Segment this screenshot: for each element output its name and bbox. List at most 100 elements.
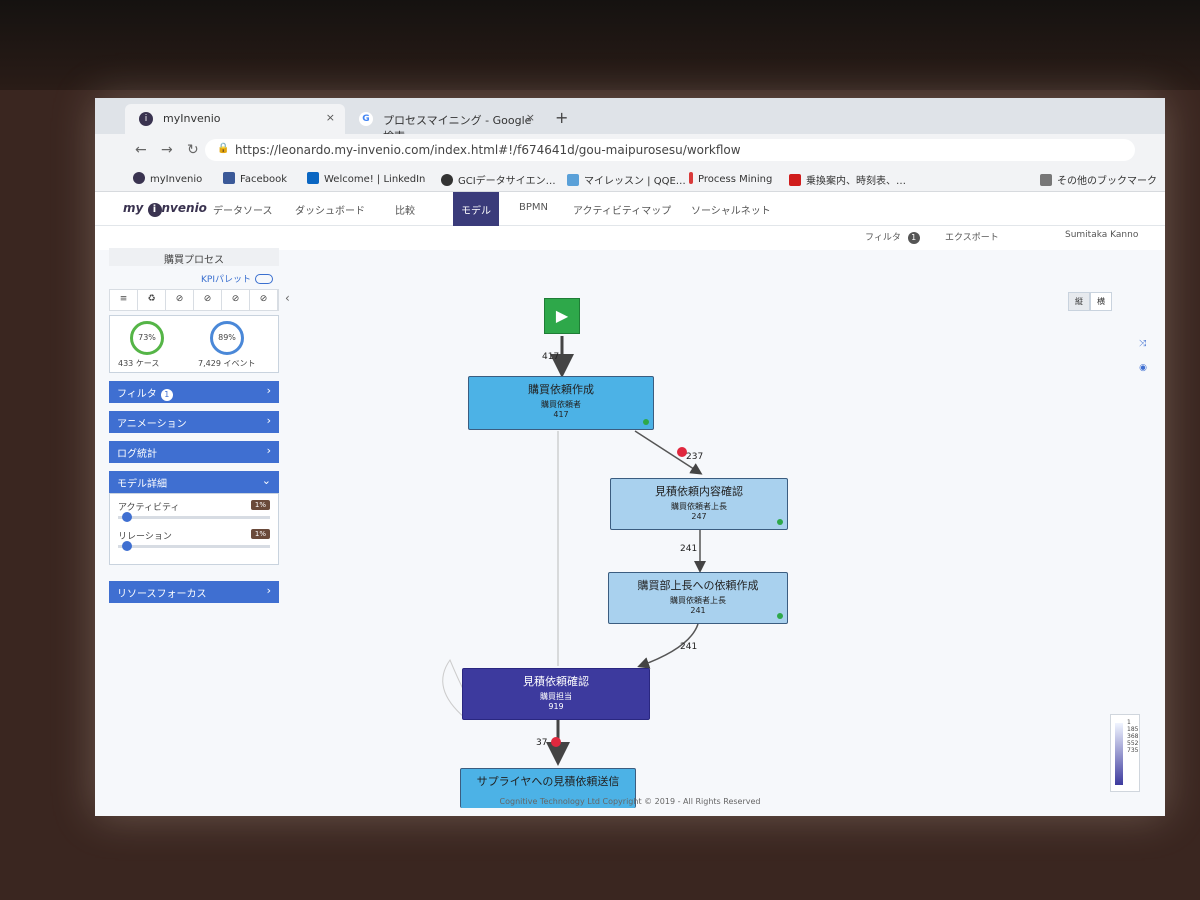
nav-activity-map[interactable]: アクティビティマップ xyxy=(573,206,672,217)
kpi-palette-toggle[interactable]: KPIパレット xyxy=(109,266,279,285)
panel-resource-focus[interactable]: リソースフォーカス› xyxy=(109,581,279,603)
activity-node[interactable]: 見積依頼確認 購買担当 919 xyxy=(462,668,650,720)
myinvenio-favicon-icon: i xyxy=(139,112,153,126)
bookmark-label: GCIデータサイエン… xyxy=(458,176,556,187)
node-role: 購買依頼者上長 xyxy=(671,502,727,511)
new-tab-button[interactable]: + xyxy=(555,108,569,127)
bookmark-qqe[interactable]: マイレッスン | QQE… xyxy=(567,172,686,187)
slider-knob[interactable] xyxy=(122,541,132,551)
facebook-icon xyxy=(223,172,235,184)
bookmark-label: Welcome! | LinkedIn xyxy=(324,174,426,185)
legend-gradient xyxy=(1115,723,1123,785)
bookmark-other[interactable]: その他のブックマーク xyxy=(1040,172,1157,187)
horizontal-view-button[interactable]: 横 xyxy=(1090,292,1112,311)
recycle-icon[interactable]: ♻ xyxy=(138,290,166,310)
room-ceiling xyxy=(0,0,1200,90)
lock-icon: 🔒 xyxy=(217,143,230,154)
legend-tick: 735 xyxy=(1127,747,1139,754)
panel-label: アニメーション xyxy=(117,419,187,430)
app-subnav: フィルタ 1 エクスポート Sumitaka Kanno xyxy=(95,226,1165,250)
filter-1-icon[interactable]: ⊘ xyxy=(166,290,194,310)
panel-model-detail[interactable]: モデル詳細⌄ xyxy=(109,471,279,493)
bookmark-label: myInvenio xyxy=(150,174,203,185)
list-icon[interactable]: ≡ xyxy=(110,290,138,310)
back-icon[interactable]: ← xyxy=(135,142,147,158)
collapse-sidebar-icon[interactable]: ‹ xyxy=(285,291,290,305)
relation-slider[interactable] xyxy=(118,541,270,551)
nav-compare[interactable]: 比較 xyxy=(395,206,415,217)
edge-label: 241 xyxy=(680,642,698,652)
linkedin-icon xyxy=(307,172,319,184)
nav-bpmn[interactable]: BPMN xyxy=(519,202,548,213)
panel-label: モデル詳細 xyxy=(117,479,167,490)
bookmark-myinvenio[interactable]: myInvenio xyxy=(133,172,202,185)
edge-label: 37 xyxy=(536,738,548,748)
reload-icon[interactable]: ↻ xyxy=(187,142,199,158)
filter-menu[interactable]: フィルタ 1 xyxy=(865,230,920,244)
activity-pct: 1% xyxy=(250,500,270,510)
folder-icon xyxy=(1040,174,1052,186)
process-mining-icon xyxy=(689,172,693,184)
activity-node[interactable]: 見積依頼内容確認 購買依頼者上長 247 xyxy=(610,478,788,530)
nav-model[interactable]: モデル xyxy=(453,192,499,226)
bookmark-facebook[interactable]: Facebook xyxy=(223,172,287,185)
google-favicon-icon: G xyxy=(359,112,373,126)
filter-3-icon[interactable]: ⊘ xyxy=(222,290,250,310)
node-count: 417 xyxy=(553,410,569,419)
url-field[interactable]: 🔒 https://leonardo.my-invenio.com/index.… xyxy=(205,139,1135,161)
node-role: 購買担当 xyxy=(540,692,572,701)
chevron-right-icon: › xyxy=(266,444,271,457)
status-dot xyxy=(777,613,783,619)
nav-social-net[interactable]: ソーシャルネット xyxy=(691,206,771,217)
globe-icon xyxy=(441,174,453,186)
eye-icon[interactable]: ◉ xyxy=(1139,363,1147,373)
bottleneck-dot xyxy=(551,737,561,747)
tab-myinvenio[interactable]: i myInvenio × xyxy=(125,104,345,134)
process-canvas: ▶ 417 237 241 241 37 購買依頼作成 購買依頼者 417 見積… xyxy=(290,248,1160,808)
bookmark-label: マイレッスン | QQE… xyxy=(584,176,686,187)
close-tab-icon[interactable]: × xyxy=(325,111,335,124)
node-role: 購買依頼者上長 xyxy=(670,596,726,605)
node-role: 購買依頼者 xyxy=(541,400,581,409)
view-toggle: 縦 横 xyxy=(1068,292,1112,311)
activity-node[interactable]: 購買部上長への依頼作成 購買依頼者上長 241 xyxy=(608,572,788,624)
bookmark-gci[interactable]: GCIデータサイエン… xyxy=(441,172,556,187)
forward-icon[interactable]: → xyxy=(161,142,173,158)
filter-2-icon[interactable]: ⊘ xyxy=(194,290,222,310)
panel-label: ログ統計 xyxy=(117,449,157,460)
panel-animation[interactable]: アニメーション› xyxy=(109,411,279,433)
bookmark-transit[interactable]: 乗換案内、時刻表、… xyxy=(789,172,906,187)
node-count: 247 xyxy=(691,512,707,521)
browser-tabbar: i myInvenio × G プロセスマイニング - Google 検索 × … xyxy=(95,98,1165,143)
lesson-icon xyxy=(567,174,579,186)
chevron-right-icon: › xyxy=(266,584,271,597)
bookmark-process-mining[interactable]: Process Mining xyxy=(689,172,772,185)
filter-4-icon[interactable]: ⊘ xyxy=(250,290,278,310)
kpi-label: KPIパレット xyxy=(201,275,251,285)
activity-node[interactable]: 購買依頼作成 購買依頼者 417 xyxy=(468,376,654,430)
panel-log-stats[interactable]: ログ統計 › xyxy=(109,441,279,463)
activity-node[interactable]: サプライヤへの見積依頼送信 xyxy=(460,768,636,808)
sidebar: 購買プロセス KPIパレット ≡ ♻ ⊘ ⊘ ⊘ ⊘ 73% 89% 433 ケ… xyxy=(109,248,279,603)
export-menu[interactable]: エクスポート xyxy=(945,233,999,243)
nav-dashboard[interactable]: ダッシュボード xyxy=(295,206,365,217)
shuffle-icon[interactable]: ⤨ xyxy=(1139,339,1147,349)
slider-knob[interactable] xyxy=(122,512,132,522)
close-tab-icon[interactable]: × xyxy=(525,111,535,124)
node-count: 241 xyxy=(690,606,706,615)
vertical-view-button[interactable]: 縦 xyxy=(1068,292,1090,311)
user-menu[interactable]: Sumitaka Kanno xyxy=(1065,230,1139,240)
activity-slider[interactable] xyxy=(118,512,270,522)
bookmark-linkedin[interactable]: Welcome! | LinkedIn xyxy=(307,172,425,185)
process-edges xyxy=(442,336,706,766)
nav-datasource[interactable]: データソース xyxy=(213,206,273,217)
toggle-switch[interactable] xyxy=(255,274,273,284)
tab-google-search[interactable]: G プロセスマイニング - Google 検索 × xyxy=(345,104,545,143)
start-node-play-icon[interactable]: ▶ xyxy=(544,298,580,334)
